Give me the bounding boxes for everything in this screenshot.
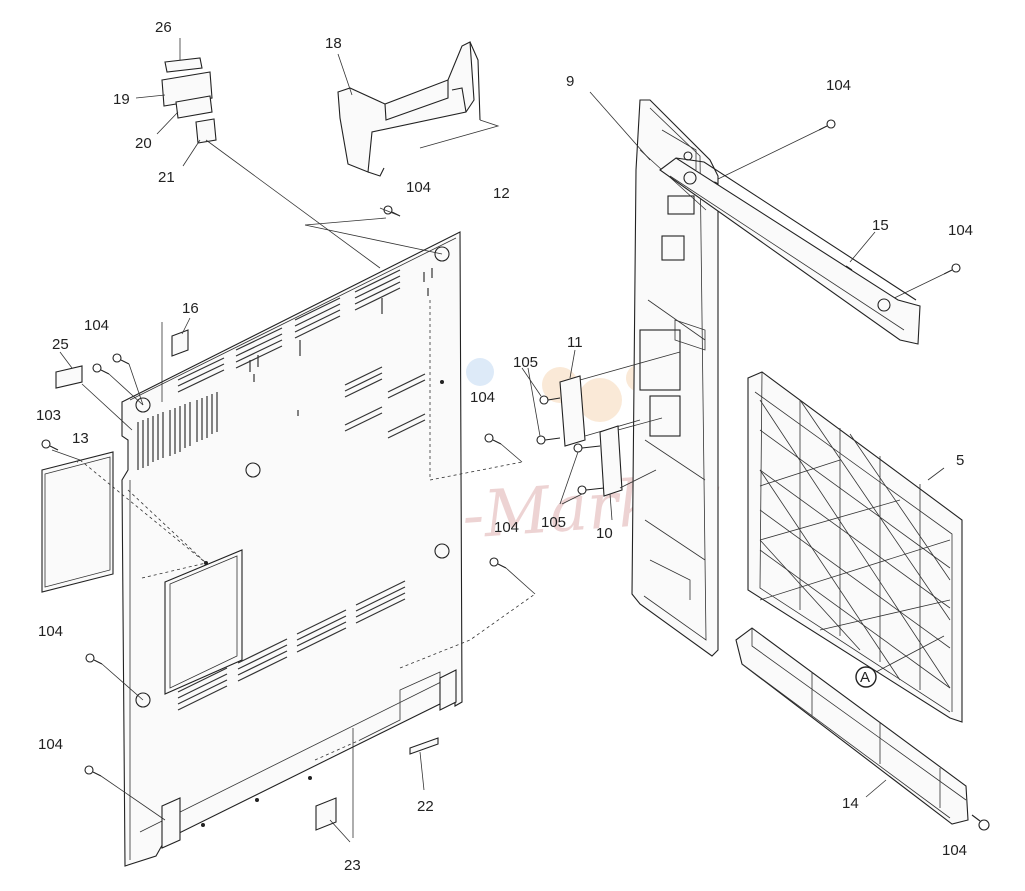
callout-12: 12 (493, 185, 510, 202)
screw-icon (383, 205, 401, 217)
callout-23: 23 (344, 857, 361, 874)
screw-icon (92, 363, 110, 375)
detail-a-marker (855, 666, 877, 688)
part-23 (315, 728, 354, 843)
part-10-bracket (521, 367, 663, 521)
screw-icon (112, 353, 130, 365)
callout-14: 14 (842, 795, 859, 812)
part-26 (164, 57, 203, 73)
callout-104-mid: 104 (470, 389, 495, 406)
rib-lattice (759, 399, 951, 690)
callout-25: 25 (52, 336, 69, 353)
part-22 (409, 737, 439, 791)
callout-104-right-top: 104 (826, 77, 851, 94)
screw-icon (943, 263, 961, 275)
callout-104-left: 104 (84, 317, 109, 334)
pin-hole (308, 776, 312, 780)
screw-icon (539, 395, 561, 405)
pin-hole (440, 380, 444, 384)
callout-16: 16 (182, 300, 199, 317)
callout-21: 21 (158, 169, 175, 186)
screw-icon (818, 119, 836, 131)
part-25 (55, 365, 83, 389)
callout-104-lower: 104 (38, 623, 63, 640)
part-9-side-frame (589, 91, 719, 657)
callout-15: 15 (872, 217, 889, 234)
pin-hole (201, 823, 205, 827)
pin-hole (255, 798, 259, 802)
watermark-dot (578, 378, 622, 422)
callout-104-bottom-right: 104 (942, 842, 967, 859)
part-5-ribbed-cover (747, 371, 963, 723)
callout-104-top: 104 (406, 179, 431, 196)
callout-18: 18 (325, 35, 342, 52)
screw-icon (84, 765, 102, 777)
detail-a-label: A (860, 669, 870, 686)
screws (41, 119, 990, 831)
screw-icon (573, 443, 601, 453)
callout-5: 5 (956, 452, 964, 469)
callout-20: 20 (135, 135, 152, 152)
callout-104-right: 104 (948, 222, 973, 239)
part-labels-group (135, 38, 381, 269)
part-13-cover (41, 449, 207, 593)
vent-slots (177, 580, 406, 711)
part-15-rail (659, 157, 921, 345)
callout-105-top: 105 (513, 354, 538, 371)
mount-hole (245, 462, 261, 478)
callout-104-mid-low: 104 (494, 519, 519, 536)
callout-9: 9 (566, 73, 574, 90)
callout-104-bottom: 104 (38, 736, 63, 753)
callout-22: 22 (417, 798, 434, 815)
watermark-dot (466, 358, 494, 386)
vent-slots (177, 269, 401, 393)
screw-icon (41, 439, 59, 451)
mount-hole (434, 246, 450, 262)
part-18-holder (337, 41, 500, 177)
part-12-rear-panel (121, 231, 536, 867)
screw-icon (484, 433, 502, 445)
mount-hole (135, 692, 151, 708)
callout-10: 10 (596, 525, 613, 542)
part-14-bottom-rail (735, 627, 969, 825)
screw-icon (971, 814, 990, 831)
grille (137, 392, 218, 470)
mount-hole (135, 397, 151, 413)
part-16 (161, 317, 191, 402)
screw-icon (85, 653, 103, 665)
screw-icon (489, 557, 507, 569)
vent-slots (344, 366, 426, 439)
part-21 (195, 118, 217, 144)
screw-icon (536, 435, 561, 445)
callout-26: 26 (155, 19, 172, 36)
callout-11: 11 (567, 334, 583, 351)
callouts: 26 19 20 21 18 104 12 16 104 25 103 13 1… (36, 19, 973, 874)
mount-hole (434, 543, 450, 559)
callout-103: 103 (36, 407, 61, 424)
callout-19: 19 (113, 91, 130, 108)
callout-13: 13 (72, 430, 89, 447)
callout-105-bottom: 105 (541, 514, 566, 531)
